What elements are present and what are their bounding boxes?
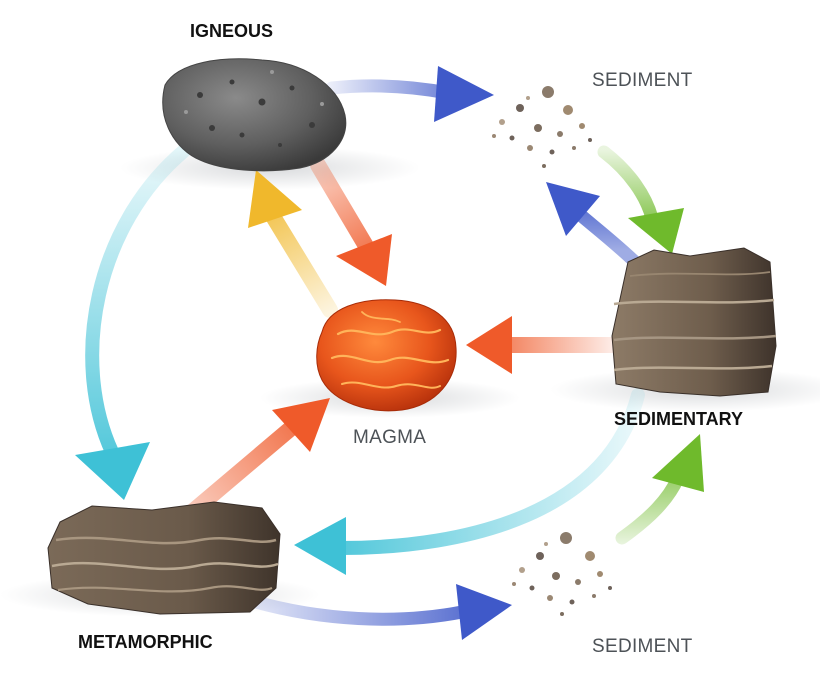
label-igneous: IGNEOUS	[190, 21, 274, 41]
magma-blob-icon	[316, 299, 457, 412]
label-metamorphic: METAMORPHIC	[78, 632, 213, 652]
label-sediment-top: SEDIMENT	[592, 70, 693, 91]
arrow-igneous-to-magma	[310, 157, 392, 286]
arrow-metamorphic-to-magma	[184, 398, 330, 520]
arrow-sediment-to-sedimentary	[597, 145, 684, 254]
arrow-igneous-to-sediment	[325, 66, 494, 122]
arrow-magma-to-igneous	[248, 170, 338, 318]
label-magma: MAGMA	[353, 427, 427, 448]
arrow-sedimentary-uplift	[546, 182, 642, 269]
arrow-igneous-to-metamorphic	[75, 143, 192, 500]
label-sediment-bottom: SEDIMENT	[592, 636, 693, 657]
sediment-particles-icon-top	[492, 86, 592, 168]
arrow-sedimentary-to-metamorphic	[294, 388, 645, 575]
igneous-rock-icon	[162, 58, 347, 172]
metamorphic-rock-icon	[47, 501, 281, 615]
label-sedimentary: SEDIMENTARY	[614, 409, 744, 429]
sediment-particles-icon-bottom	[512, 532, 612, 616]
arrow-metamorphic-to-sediment	[235, 584, 512, 640]
arrow-sediment-to-sedimentary-lower	[615, 434, 704, 545]
arrow-sedimentary-to-magma	[466, 316, 620, 374]
sedimentary-rock-icon	[611, 247, 777, 397]
